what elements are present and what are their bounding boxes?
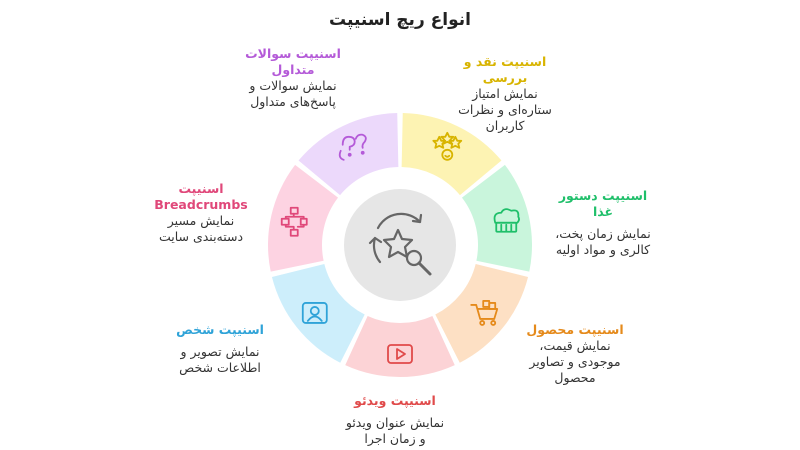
segment-product bbox=[435, 263, 529, 363]
review-desc-3: کاربران bbox=[485, 118, 525, 133]
breadcrumbs-desc-1: نمایش مسیر bbox=[167, 213, 235, 228]
recipe-title: اسنیپت دستور غذا bbox=[558, 188, 648, 219]
product-desc-1: نمایش قیمت، bbox=[539, 338, 611, 353]
label-breadcrumbs: اسنیپت Breadcrumbs نمایش مسیر دسته‌بندی … bbox=[150, 181, 252, 245]
faq-title: اسنیپت سوالات bbox=[245, 46, 341, 61]
shopping-cart-icon bbox=[470, 300, 499, 326]
video-desc-2: و زمان اجرا bbox=[364, 431, 426, 446]
stars-icon bbox=[432, 131, 463, 161]
question-bubbles-icon bbox=[338, 133, 367, 161]
flowchart-icon bbox=[280, 206, 308, 237]
label-recipe: اسنیپت دستور غذا نمایش زمان پخت، کالری و… bbox=[548, 188, 658, 258]
product-title: اسنیپت محصول bbox=[526, 322, 624, 337]
label-review: اسنیپت نقد و بررسی نمایش امتیاز ستاره‌ای… bbox=[445, 54, 565, 134]
review-desc-1: نمایش امتیاز bbox=[472, 86, 538, 101]
person-title: اسنیپت شخص bbox=[176, 322, 264, 337]
review-title: اسنیپت نقد و بررسی bbox=[463, 54, 547, 85]
recipe-desc-2: کالری و مواد اولیه bbox=[555, 242, 651, 257]
review-desc-2: ستاره‌ای و نظرات bbox=[458, 102, 552, 117]
segment-recipe bbox=[461, 164, 532, 272]
segment-video bbox=[345, 315, 455, 377]
label-faq: اسنیپت سوالات متداول نمایش سوالات و پاسخ… bbox=[238, 46, 348, 110]
label-video: اسنیپت ویدئو نمایش عنوان ویدئو و زمان اج… bbox=[330, 393, 460, 447]
person-card-icon bbox=[301, 302, 328, 324]
video-title: اسنیپت ویدئو bbox=[354, 393, 436, 408]
label-person: اسنیپت شخص نمایش تصویر و اطلاعات شخص bbox=[170, 322, 270, 376]
center-hub bbox=[344, 189, 456, 301]
diagram-title: انواع ریچ اسنیپت bbox=[329, 10, 471, 30]
person-desc-2: اطلاعات شخص bbox=[179, 360, 261, 375]
label-product: اسنیپت محصول نمایش قیمت، موجودی و تصاویر… bbox=[520, 322, 630, 386]
breadcrumbs-desc-2: دسته‌بندی سایت bbox=[158, 229, 244, 244]
star-search-icon bbox=[368, 212, 432, 276]
product-desc-2: موجودی و تصاویر bbox=[529, 354, 621, 369]
play-icon bbox=[387, 344, 413, 364]
person-desc-1: نمایش تصویر و bbox=[180, 344, 260, 359]
faq-desc-1: نمایش سوالات و bbox=[249, 78, 337, 93]
recipe-desc-1: نمایش زمان پخت، bbox=[555, 226, 651, 241]
breadcrumbs-title: اسنیپت bbox=[178, 181, 224, 196]
faq-title-2: متداول bbox=[271, 62, 315, 77]
video-desc-1: نمایش عنوان ویدئو bbox=[345, 415, 445, 430]
chef-hat-icon bbox=[493, 208, 520, 233]
breadcrumbs-title-2: Breadcrumbs bbox=[154, 197, 248, 212]
faq-desc-2: پاسخ‌های متداول bbox=[250, 94, 336, 109]
product-desc-3: محصول bbox=[554, 370, 596, 385]
